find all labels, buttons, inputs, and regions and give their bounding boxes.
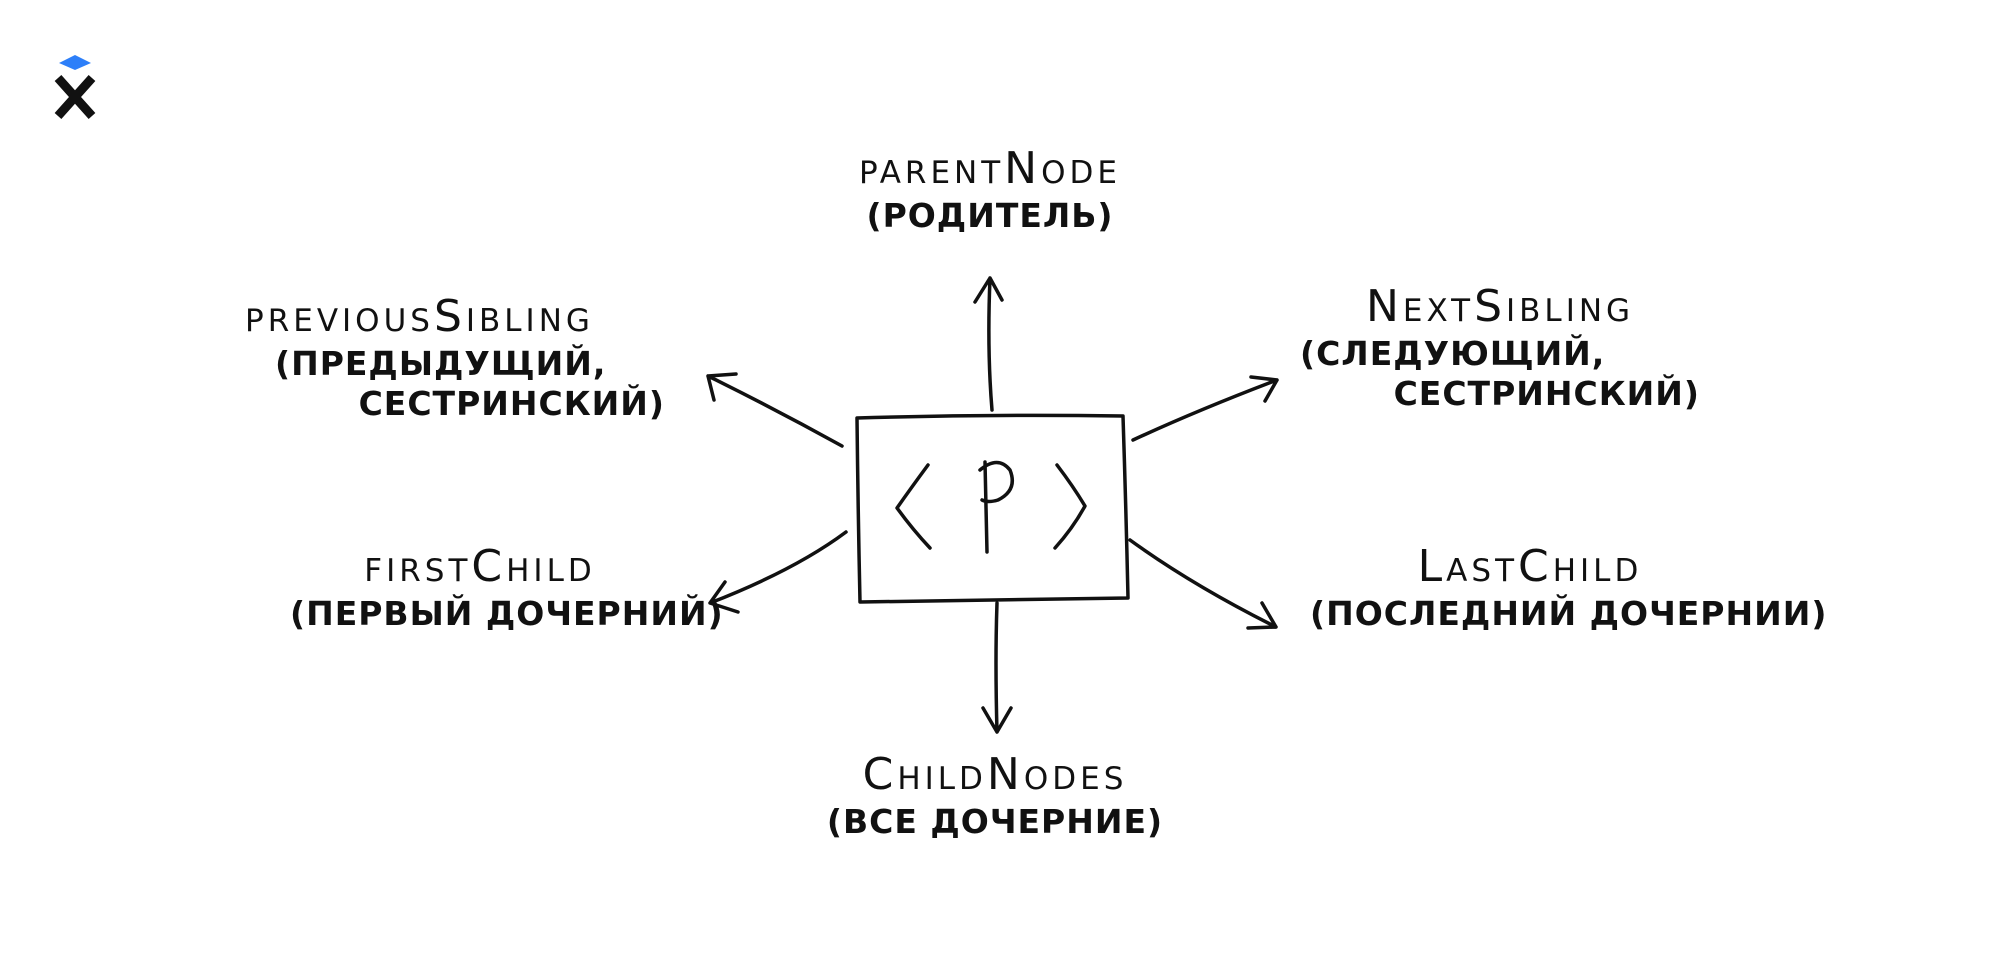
arrow-first	[708, 530, 848, 614]
parent-node-name: parentNode	[859, 143, 1121, 194]
first-child-name: firstChild	[364, 541, 596, 592]
label-last-child: LastChild (последний дочернии)	[1310, 540, 1828, 634]
previous-sibling-translation-line2: сестринский)	[358, 384, 665, 423]
child-nodes-name: ChildNodes	[862, 749, 1128, 800]
letter-p	[978, 460, 1014, 554]
arrow-next	[1131, 375, 1279, 442]
label-next-sibling: NextSibling (следующий, сестринский)	[1300, 280, 1700, 414]
label-child-nodes: ChildNodes (все дочерние)	[810, 748, 1180, 842]
label-previous-sibling: previousSibling (предыдущий, сестринский…	[245, 290, 695, 424]
last-child-name: LastChild	[1417, 541, 1643, 592]
label-parent-node: parentNode (родитель)	[810, 142, 1170, 236]
next-sibling-translation-line1: (следующий,	[1300, 334, 1606, 373]
parent-node-translation: (родитель)	[866, 196, 1114, 235]
arrow-last	[1128, 538, 1278, 630]
previous-sibling-name: previousSibling	[245, 291, 594, 342]
next-sibling-name: NextSibling	[1365, 281, 1635, 332]
arrow-previous	[706, 372, 844, 448]
arrow-children	[981, 601, 1013, 734]
right-angle-bracket	[1053, 463, 1087, 550]
next-sibling-translation-line2: сестринский)	[1393, 374, 1700, 413]
previous-sibling-translation-line1: (предыдущий,	[275, 344, 607, 383]
left-angle-bracket	[895, 463, 932, 550]
label-first-child: firstChild (первый дочерний)	[290, 540, 724, 634]
logo-icon	[54, 55, 96, 120]
center-element-box	[855, 413, 1130, 604]
first-child-translation: (первый дочерний)	[290, 594, 724, 633]
last-child-translation: (последний дочернии)	[1310, 594, 1828, 633]
arrow-parent	[973, 276, 1004, 412]
child-nodes-translation: (все дочерние)	[826, 802, 1164, 841]
